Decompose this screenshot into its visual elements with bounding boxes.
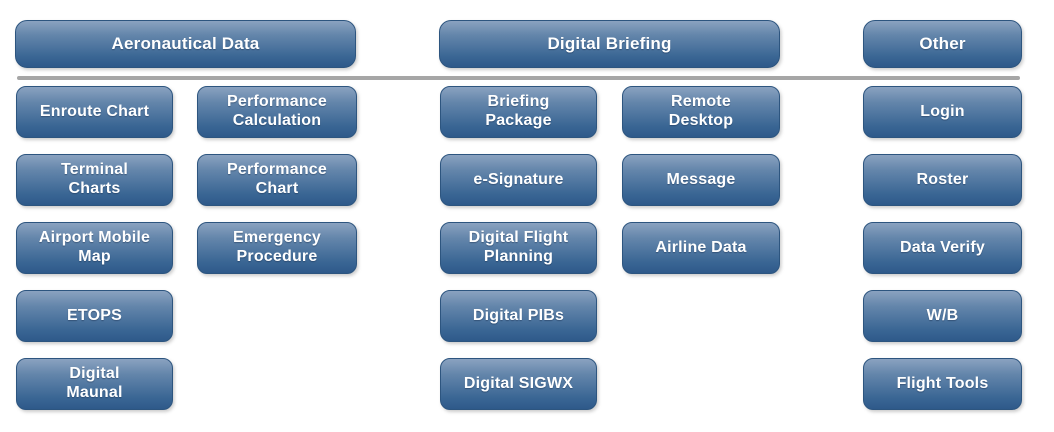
button-message[interactable]: Message — [622, 154, 780, 206]
button-digital-sigwx[interactable]: Digital SIGWX — [440, 358, 597, 410]
header-separator-line — [17, 76, 1020, 80]
group-header-other: Other — [863, 20, 1022, 68]
button-airport-mobile-map[interactable]: Airport Mobile Map — [16, 222, 173, 274]
column-other: Login Roster Data Verify W/B Flight Tool… — [863, 86, 1022, 410]
button-digital-pibs[interactable]: Digital PIBs — [440, 290, 597, 342]
group-header-digital-briefing: Digital Briefing — [439, 20, 780, 68]
column-digital-briefing-1: Briefing Package e-Signature Digital Fli… — [440, 86, 597, 410]
column-aeronautical-data-1: Enroute Chart Terminal Charts Airport Mo… — [16, 86, 173, 410]
button-remote-desktop[interactable]: Remote Desktop — [622, 86, 780, 138]
button-e-signature[interactable]: e-Signature — [440, 154, 597, 206]
button-enroute-chart[interactable]: Enroute Chart — [16, 86, 173, 138]
button-performance-chart[interactable]: Performance Chart — [197, 154, 357, 206]
button-digital-flight-planning[interactable]: Digital Flight Planning — [440, 222, 597, 274]
button-digital-maunal[interactable]: Digital Maunal — [16, 358, 173, 410]
group-header-aeronautical-data: Aeronautical Data — [15, 20, 356, 68]
button-emergency-procedure[interactable]: Emergency Procedure — [197, 222, 357, 274]
button-roster[interactable]: Roster — [863, 154, 1022, 206]
column-digital-briefing-2: Remote Desktop Message Airline Data — [622, 86, 780, 274]
button-flight-tools[interactable]: Flight Tools — [863, 358, 1022, 410]
button-performance-calculation[interactable]: Performance Calculation — [197, 86, 357, 138]
button-briefing-package[interactable]: Briefing Package — [440, 86, 597, 138]
button-wb[interactable]: W/B — [863, 290, 1022, 342]
column-aeronautical-data-2: Performance Calculation Performance Char… — [197, 86, 357, 274]
button-data-verify[interactable]: Data Verify — [863, 222, 1022, 274]
button-airline-data[interactable]: Airline Data — [622, 222, 780, 274]
button-terminal-charts[interactable]: Terminal Charts — [16, 154, 173, 206]
button-etops[interactable]: ETOPS — [16, 290, 173, 342]
button-login[interactable]: Login — [863, 86, 1022, 138]
